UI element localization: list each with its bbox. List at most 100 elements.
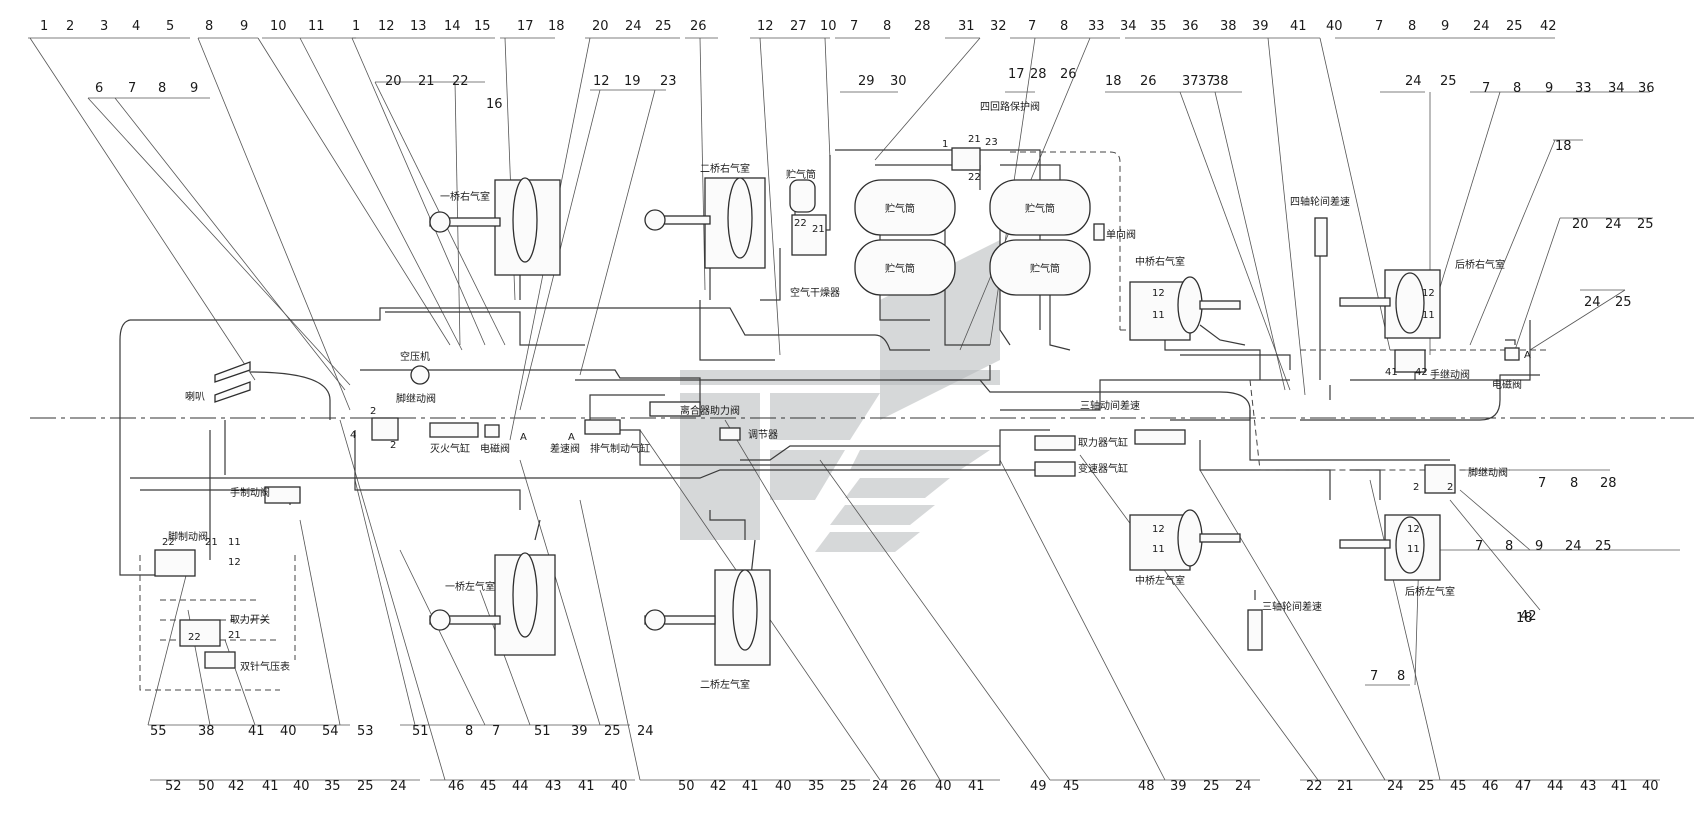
check-valve-label: 单向阀	[1106, 228, 1136, 241]
svg-text:4: 4	[350, 430, 356, 441]
rear-right-chamber-label: 后桥右气室	[1455, 258, 1505, 271]
callout-number: 45	[1450, 779, 1467, 794]
callout-number: 17	[1008, 67, 1025, 82]
callout-number: 18	[1516, 611, 1533, 626]
compressor-label: 空压机	[400, 350, 430, 363]
axle2-left-chamber-label: 二桥左气室	[700, 678, 750, 691]
hand-brake-valve-label: 手制动阀	[230, 486, 270, 499]
callout-number: 8	[1397, 669, 1405, 684]
callout-number: 26	[1140, 74, 1157, 89]
hand-brake-valve: 手制动阀	[230, 486, 301, 504]
svg-text:2: 2	[370, 406, 376, 417]
callout-number: 22	[1306, 779, 1323, 794]
svg-text:21: 21	[968, 134, 981, 145]
callout-number: 42	[228, 779, 245, 794]
svg-text:41: 41	[1385, 367, 1398, 378]
air-tank-4-label: 贮气筒	[1030, 262, 1060, 275]
callout-number: 25	[1506, 19, 1523, 34]
callout-number: 8	[883, 19, 891, 34]
callout-number: 54	[322, 724, 339, 739]
rear-relay-valve-bottom: 2 2 脚继动阀	[1413, 464, 1508, 494]
callout-number: 26	[1060, 67, 1077, 82]
check-valve: 单向阀	[1093, 223, 1136, 241]
mid-left-chamber-label: 中桥左气室	[1135, 574, 1185, 587]
callout-number: 20	[385, 74, 402, 89]
callout-number: 12	[757, 19, 774, 34]
mid-right-chamber-label: 中桥右气室	[1135, 255, 1185, 268]
callout-number: 47	[1515, 779, 1532, 794]
air-tank-2-label: 贮气筒	[885, 262, 915, 275]
callout-number: 25	[1637, 217, 1654, 232]
callout-number: 38	[198, 724, 215, 739]
svg-text:42: 42	[1415, 367, 1428, 378]
callout-number: 24	[872, 779, 889, 794]
callout-number: 26	[690, 19, 707, 34]
four-circuit-valve: 1 21 22 23 四回路保护阀	[942, 100, 1040, 183]
svg-text:11: 11	[228, 537, 241, 548]
axle4-diff-lock-label: 四轴轮间差速	[1290, 195, 1350, 208]
callout-number: 52	[165, 779, 182, 794]
callout-number: 55	[150, 724, 167, 739]
svg-text:21: 21	[812, 224, 825, 235]
callout-number: 12	[593, 74, 610, 89]
callout-number: 10	[820, 19, 837, 34]
axle1-right-chamber: 一桥右气室	[429, 177, 561, 276]
callout-number: 40	[775, 779, 792, 794]
callout-number: 35	[324, 779, 341, 794]
pto-switch-label: 取力开关	[230, 613, 270, 626]
callout-number: 50	[678, 779, 695, 794]
callout-number: 22	[452, 74, 469, 89]
svg-text:1: 1	[942, 139, 948, 150]
callout-number: 36	[1182, 19, 1199, 34]
four-circuit-valve-label: 四回路保护阀	[980, 100, 1040, 113]
svg-text:A: A	[520, 432, 527, 443]
callout-number: 29	[858, 74, 875, 89]
callout-number: 42	[1520, 609, 1537, 624]
svg-text:21: 21	[228, 630, 241, 641]
callout-number: 7	[128, 81, 136, 96]
callout-number: 8	[1408, 19, 1416, 34]
callout-number: 34	[1120, 19, 1137, 34]
middle-row-components: 灭火气缸 电磁阀 A 差速阀 A 排气制动气缸 离合器助力阀 调节器 取力器气缸…	[429, 401, 1128, 477]
callout-number: 24	[1565, 539, 1582, 554]
callout-number: 26	[900, 779, 917, 794]
callout-number: 36	[1638, 81, 1655, 96]
callout-number: 7	[1482, 81, 1490, 96]
callout-number: 25	[1440, 74, 1457, 89]
pto-cylinder-label: 取力器气缸	[1078, 436, 1128, 449]
callout-number: 8	[465, 724, 473, 739]
callout-number: 18	[1555, 139, 1572, 154]
svg-text:12: 12	[1152, 288, 1165, 299]
callout-number: 48	[1138, 779, 1155, 794]
horn: 喇叭	[185, 361, 251, 403]
callout-number: 7	[1375, 19, 1383, 34]
callout-number: 51	[534, 724, 551, 739]
svg-text:22: 22	[968, 172, 981, 183]
axle3-diff-lock-2-label: 三轴轮间差速	[1262, 600, 1322, 613]
callout-number: 24	[1473, 19, 1490, 34]
callout-number: 25	[1418, 779, 1435, 794]
callout-number: 50	[198, 779, 215, 794]
callout-number: 8	[158, 81, 166, 96]
callout-number: 42	[1540, 19, 1557, 34]
callout-number: 44	[512, 779, 529, 794]
axle2-left-chamber: 二桥左气室	[644, 569, 771, 691]
callout-number: 17	[517, 19, 534, 34]
callout-number: 24	[1405, 74, 1422, 89]
callout-number: 38	[1220, 19, 1237, 34]
air-dryer-label: 空气干燥器	[790, 286, 840, 299]
callout-number: 25	[1595, 539, 1612, 554]
callout-number: 45	[1063, 779, 1080, 794]
air-dryer: 22 21 空气干燥器	[790, 214, 840, 299]
callout-number: 41	[262, 779, 279, 794]
svg-text:A: A	[1524, 350, 1531, 361]
rear-relay-valve-top: 41 42 手继动阀	[1385, 349, 1470, 381]
callout-number: 34	[1608, 81, 1625, 96]
svg-text:2: 2	[1413, 482, 1419, 493]
rear-left-chamber: 12 11 后桥左气室	[1339, 514, 1455, 598]
svg-text:22: 22	[794, 218, 807, 229]
callout-number: 41	[742, 779, 759, 794]
callout-number: 37	[1182, 74, 1199, 89]
